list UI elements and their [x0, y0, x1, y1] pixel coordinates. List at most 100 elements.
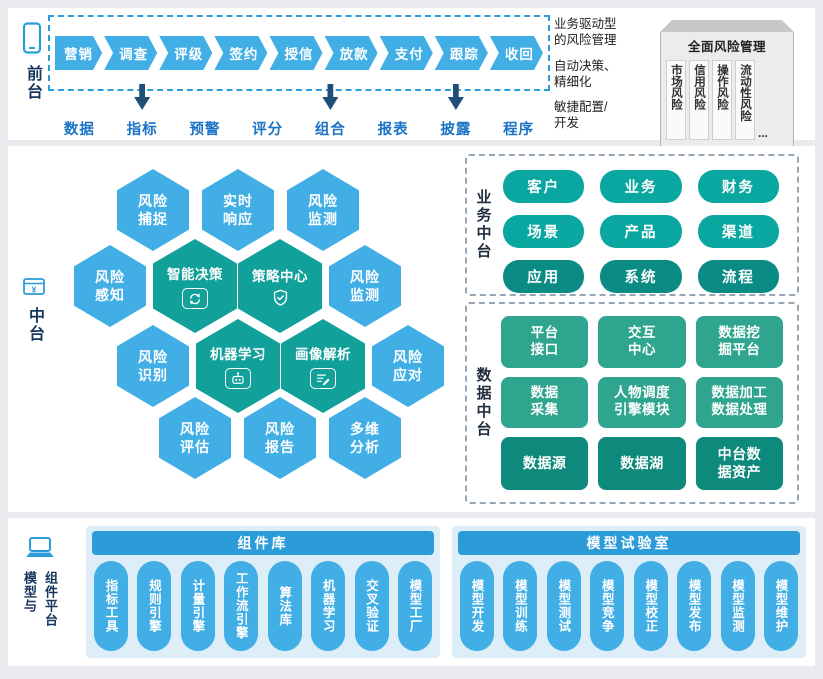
model-platform-title: 模型与 组件平台	[22, 571, 58, 627]
model-lab-pill: 模型发布	[677, 561, 712, 651]
front-office-band: 前台 营销 调查 评级 签约 授信 放款 支付 跟踪 收回 数据 指标 预警 评…	[8, 8, 815, 147]
flow-step: 签约	[214, 36, 267, 70]
comprehensive-risk-box: 全面风险管理 市场风险 信用风险 操作风险 流动性风险 ...	[660, 20, 794, 147]
model-lab-pill: 模型训练	[503, 561, 538, 651]
data-block: 人物调度引擎模块	[598, 376, 686, 429]
flow-step: 调查	[104, 36, 157, 70]
data-block: 数据采集	[501, 376, 589, 429]
hex-intelligent-decision: 智能决策	[153, 239, 237, 333]
hex-risk-report: 风险报告	[244, 397, 316, 479]
hex-risk-perception: 风险感知	[74, 245, 146, 327]
component-pill: 模型工厂	[397, 561, 432, 651]
capability-item: 指标	[111, 84, 174, 139]
risk-box-title: 全面风险管理	[687, 40, 766, 54]
model-lab-pill: 模型测试	[546, 561, 581, 651]
risk-type-ellipsis: ...	[758, 126, 769, 140]
flow-step: 跟踪	[435, 36, 488, 70]
business-pill: 财务	[697, 170, 779, 203]
business-pill: 应用	[503, 260, 585, 293]
flow-step: 收回	[490, 36, 543, 70]
model-lab-pill: 模型竞争	[590, 561, 625, 651]
capability-item: 报表	[377, 122, 409, 138]
model-component-band: 模型与 组件平台 组件库 指标工具 规则引擎 计量引擎 工作流引擎 算法库 机器…	[8, 518, 815, 666]
sync-icon	[182, 288, 208, 309]
middle-office-label-group: ¥ 中台	[16, 278, 52, 343]
component-pill: 指标工具	[94, 561, 128, 651]
data-block: 数据挖掘平台	[695, 316, 783, 368]
risk-type: 操作风险	[712, 60, 732, 140]
component-pill: 交叉验证	[354, 561, 389, 651]
process-flow-box: 营销 调查 评级 签约 授信 放款 支付 跟踪 收回	[48, 15, 550, 91]
yuan-window-icon: ¥	[23, 278, 45, 302]
hex-risk-monitor-top: 风险监测	[287, 169, 359, 251]
hex-risk-identification: 风险识别	[117, 325, 189, 407]
risk-type: 信用风险	[689, 60, 709, 140]
capability-item: 组合	[299, 84, 362, 139]
pen-doc-icon	[310, 368, 336, 389]
component-pill: 规则引擎	[137, 561, 172, 651]
business-platform-title: 业务中台	[474, 189, 492, 261]
hex-profile-analysis: 画像解析	[281, 319, 365, 413]
model-lab-pill: 模型监测	[720, 561, 755, 651]
capability-item: 数据	[63, 122, 95, 138]
component-pill: 算法库	[267, 561, 302, 651]
robot-icon	[225, 368, 251, 389]
model-lab-title: 模型试验室	[458, 531, 800, 555]
hex-machine-learning: 机器学习	[196, 319, 280, 413]
svg-text:¥: ¥	[32, 285, 37, 295]
data-platform-title: 数据中台	[474, 367, 492, 439]
data-platform-label-wrap: 数据中台	[467, 304, 499, 502]
data-block: 交互中心	[598, 316, 686, 368]
component-pill: 工作流引擎	[224, 561, 259, 651]
feature-notes: 业务驱动型的风险管理 自动决策、精细化 敏捷配置/开发	[554, 16, 662, 141]
laptop-icon	[23, 536, 57, 565]
phone-icon	[22, 22, 42, 59]
flow-step: 放款	[325, 36, 378, 70]
risk-type: 流动性风险	[735, 60, 755, 140]
component-library-panel: 组件库 指标工具 规则引擎 计量引擎 工作流引擎 算法库 机器学习 交叉验证 模…	[86, 526, 440, 658]
hex-realtime-response: 实时响应	[202, 169, 274, 251]
front-office-label-group: 前台	[14, 22, 50, 101]
note-item: 业务驱动型的风险管理	[554, 17, 617, 48]
flow-step: 评级	[159, 36, 212, 70]
data-block: 中台数据资产	[695, 437, 783, 490]
data-platform-box: 数据中台 平台接口 交互中心 数据挖掘平台 数据采集 人物调度引擎模块 数据加工…	[465, 302, 799, 504]
risk-box-3d-top	[660, 20, 794, 32]
note-item: 敏捷配置/开发	[554, 100, 608, 131]
business-pill: 流程	[697, 260, 779, 293]
flow-step: 支付	[380, 36, 433, 70]
risk-type: 市场风险	[666, 60, 686, 140]
hex-risk-monitor-right: 风险监测	[329, 245, 401, 327]
model-lab-pill: 模型维护	[763, 561, 798, 651]
middle-office-band: ¥ 中台 风险捕捉 实时响应 风险监测 风险感知 智能决策 策略中心 风险监测 …	[8, 146, 815, 512]
model-lab-panel: 模型试验室 模型开发 模型训练 模型测试 模型竞争 模型校正 模型发布 模型监测…	[452, 526, 806, 658]
capability-item: 预警	[189, 122, 221, 138]
business-platform-label-wrap: 业务中台	[467, 156, 499, 294]
note-item: 自动决策、精细化	[554, 58, 617, 89]
business-pill: 系统	[600, 260, 682, 293]
risk-box-body: 全面风险管理 市场风险 信用风险 操作风险 流动性风险 ...	[660, 32, 794, 147]
business-pill: 客户	[503, 170, 585, 203]
business-pill: 渠道	[697, 215, 779, 248]
hex-risk-response: 风险应对	[372, 325, 444, 407]
data-block: 数据加工数据处理	[695, 376, 783, 429]
capability-item: 披露	[425, 84, 488, 139]
capability-row: 数据 指标 预警 评分 组合 报表 披露 程序	[48, 84, 550, 139]
hex-risk-assessment: 风险评估	[159, 397, 231, 479]
business-platform-box: 业务中台 客户 业务 财务 场景 产品 渠道 应用 系统 流程	[465, 154, 799, 296]
data-block: 平台接口	[501, 316, 589, 368]
shield-icon	[272, 289, 289, 307]
flow-step: 营销	[55, 36, 102, 70]
business-pill: 产品	[600, 215, 682, 248]
component-library-title: 组件库	[92, 531, 434, 555]
hex-strategy-center: 策略中心	[238, 239, 322, 333]
middle-office-title: 中台	[26, 307, 43, 343]
model-platform-label-group: 模型与 组件平台	[16, 536, 64, 627]
component-pill: 机器学习	[311, 561, 346, 651]
flow-step: 授信	[269, 36, 322, 70]
component-pill: 计量引擎	[180, 561, 215, 651]
business-pill: 场景	[503, 215, 585, 248]
hex-multidim-analysis: 多维分析	[329, 397, 401, 479]
data-block: 数据湖	[598, 437, 686, 490]
